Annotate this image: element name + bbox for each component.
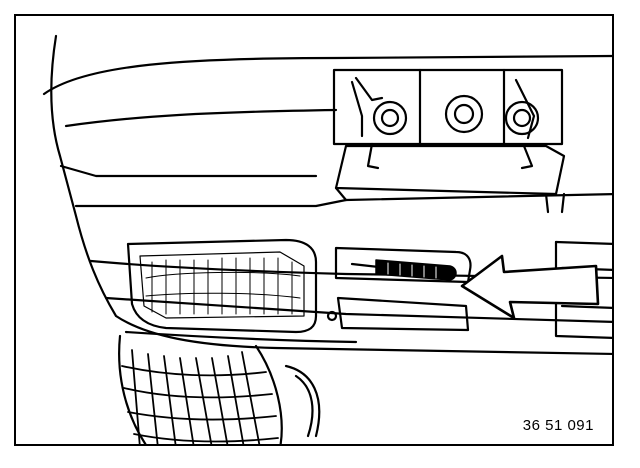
bumper-illustration — [42, 34, 612, 444]
mounting-plate — [334, 142, 566, 214]
fog-lamp-lens-pattern — [145, 257, 301, 315]
figure-reference-code: 36 51 091 — [522, 417, 594, 434]
tire — [118, 334, 321, 444]
fog-lamp — [126, 238, 338, 334]
pointer-arrow — [460, 254, 600, 320]
figure-frame: 36 51 091 — [14, 14, 614, 446]
screwdriver-tool — [350, 259, 457, 281]
headlight-bracket — [332, 68, 564, 146]
bumper-outline — [42, 34, 612, 356]
